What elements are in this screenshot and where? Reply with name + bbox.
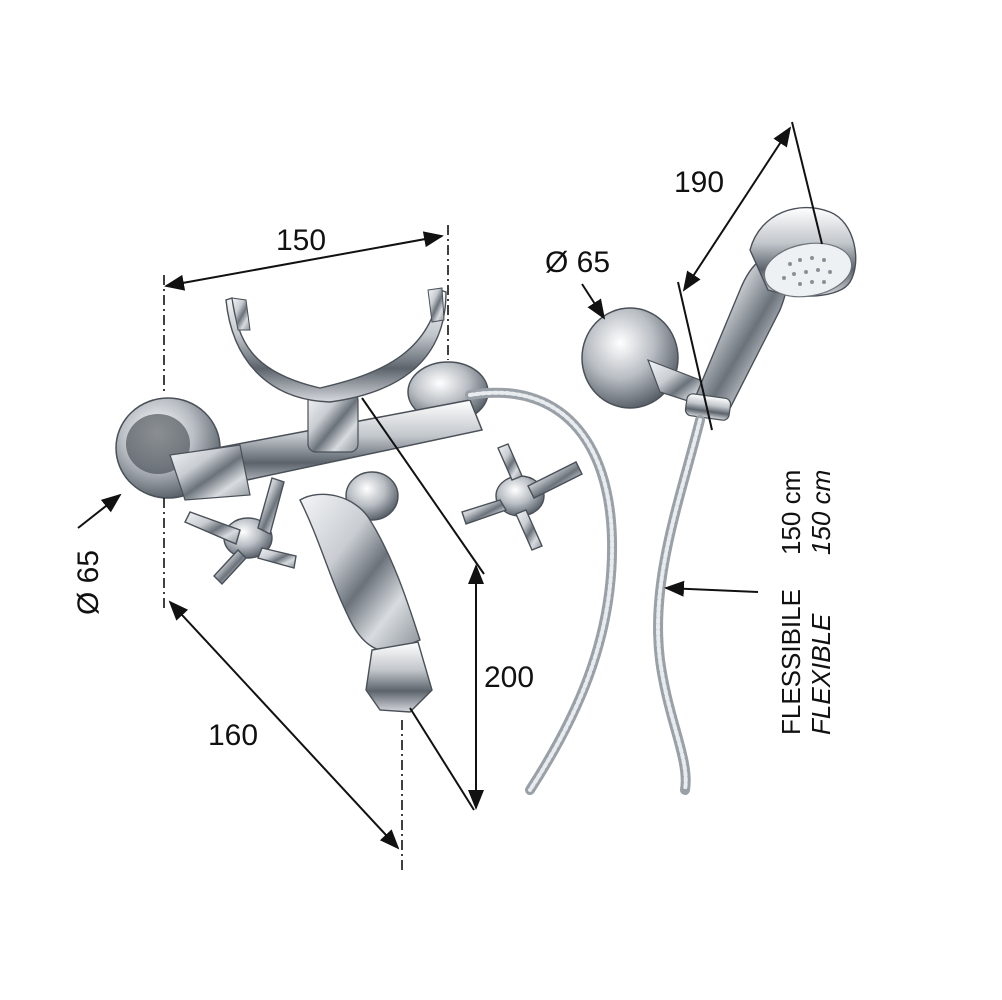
depth-label: 160 [208, 719, 258, 752]
width-label: 150 [276, 224, 326, 257]
hose-label-arrow [664, 580, 759, 597]
shower-hose [653, 415, 705, 795]
shower-length-extension-top [791, 121, 823, 245]
flange-diameter-arrow [77, 493, 122, 529]
height-label: 200 [484, 661, 534, 694]
wall-bracket [581, 307, 711, 409]
hose-label-it: FLESSIBILE [776, 589, 806, 735]
right-cross-handle [461, 443, 583, 551]
flange-diameter-label: Ø 65 [72, 550, 105, 615]
hose-length-it: 150 cm [776, 470, 806, 555]
faucet-hose [465, 387, 618, 795]
width-dimension-line [164, 231, 444, 291]
shower-length-label: 190 [674, 166, 724, 199]
shower-length-extension-bottom [677, 281, 713, 431]
bracket-diameter-arrow [581, 283, 606, 320]
hose-label-en: FLEXIBLE [806, 613, 836, 735]
height-guide-top [361, 397, 485, 575]
hand-shower [684, 206, 857, 421]
height-guide-bottom [409, 707, 475, 811]
bath-mixer-faucet [115, 287, 583, 713]
shower-cradle [225, 289, 447, 403]
spout [299, 493, 421, 652]
shower-length-dimension-line [682, 126, 792, 292]
left-cross-handle [184, 477, 297, 586]
spout-outlet [365, 641, 433, 713]
depth-dimension-line [168, 600, 400, 850]
hose-length-en: 150 cm [806, 470, 836, 555]
bracket-diameter-label: Ø 65 [545, 246, 610, 279]
